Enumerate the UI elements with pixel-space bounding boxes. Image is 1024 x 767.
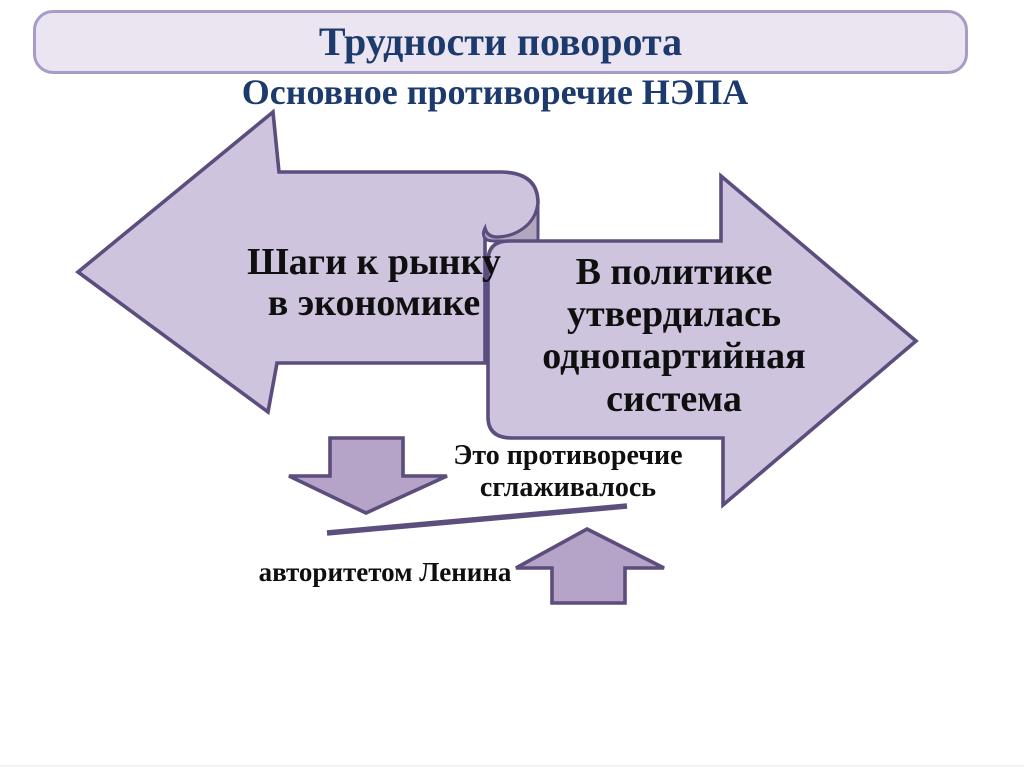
slide-subtitle: Основное противоречие НЭПА <box>241 72 749 112</box>
page-curl-roll <box>481 203 540 243</box>
tilted-line <box>326 503 628 536</box>
right-arrow-label: В политике утвердилась однопартийная сис… <box>542 251 806 420</box>
left-arrow-label: Шаги к рынку в экономике <box>247 241 501 325</box>
right-arrow-shape <box>486 172 919 509</box>
up-arrow-shape <box>515 526 665 605</box>
note-contradiction-smoothed: Это противоречие сглаживалось <box>453 440 683 503</box>
down-arrow-shape <box>288 436 448 515</box>
slide-bottom-edge <box>0 765 1024 767</box>
note-lenin-authority: авторитетом Ленина <box>258 557 512 587</box>
slide-title: Трудности поворота <box>318 19 683 64</box>
title-banner: Трудности поворота <box>33 10 968 74</box>
